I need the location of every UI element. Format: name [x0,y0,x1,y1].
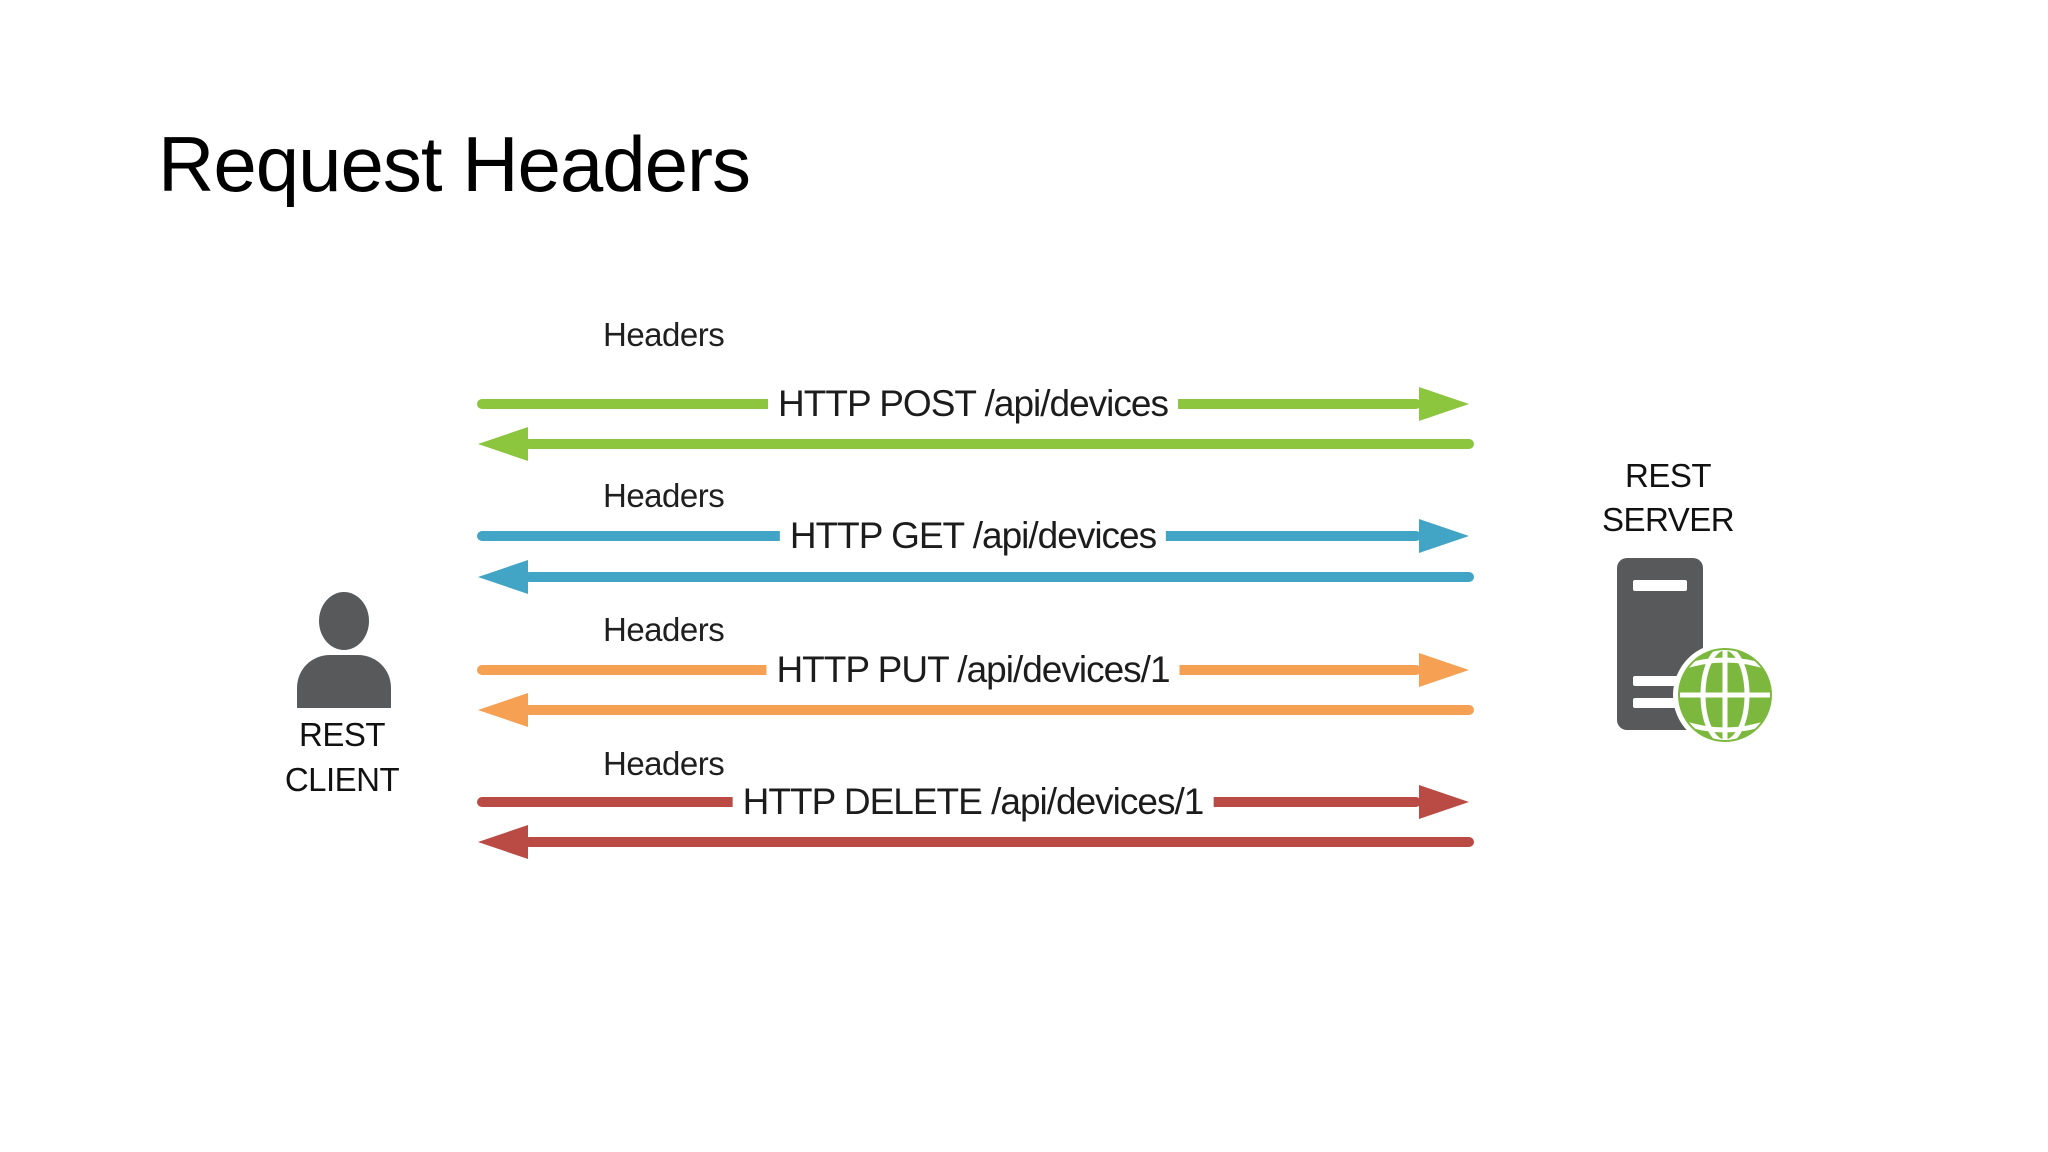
person-icon [297,592,391,708]
request-arrow-label: HTTP DELETE /api/devices/1 [732,781,1214,823]
response-arrow [478,693,1474,727]
request-arrow: HTTP GET /api/devices [477,515,1469,557]
server-tower-globe-icon [1617,558,1777,747]
headers-label: Headers [603,316,725,353]
headers-label: Headers [603,611,725,648]
request-arrow: HTTP DELETE /api/devices/1 [477,781,1469,823]
response-arrow [478,560,1474,594]
request-arrow-label: HTTP PUT /api/devices/1 [766,649,1180,691]
headers-label: Headers [603,477,725,514]
request-arrow-label: HTTP POST /api/devices [768,383,1178,425]
arrowhead-left-icon [478,693,528,727]
arrow-shaft [524,572,1474,582]
arrowhead-left-icon [478,560,528,594]
arrow-shaft [524,837,1474,847]
server-label-line1: REST [1624,457,1712,494]
response-arrow [478,825,1474,859]
page-title: Request Headers [158,120,751,208]
client-label-line2: CLIENT [284,761,400,798]
request-arrow: HTTP POST /api/devices [477,383,1469,425]
client-label-line1: REST [298,716,386,753]
arrow-shaft [524,705,1474,715]
server-label-line2: SERVER [1601,501,1735,538]
client-label: REST CLIENT [242,712,442,802]
request-arrow: HTTP PUT /api/devices/1 [477,649,1469,691]
arrowhead-right-icon [1419,785,1469,819]
headers-label: Headers [603,745,725,782]
server-label: REST SERVER [1568,454,1768,542]
arrowhead-left-icon [478,825,528,859]
arrowhead-right-icon [1419,653,1469,687]
response-arrow [478,427,1474,461]
arrow-shaft [524,439,1474,449]
request-arrow-label: HTTP GET /api/devices [779,515,1167,557]
arrowhead-right-icon [1419,519,1469,553]
arrowhead-right-icon [1419,387,1469,421]
arrowhead-left-icon [478,427,528,461]
